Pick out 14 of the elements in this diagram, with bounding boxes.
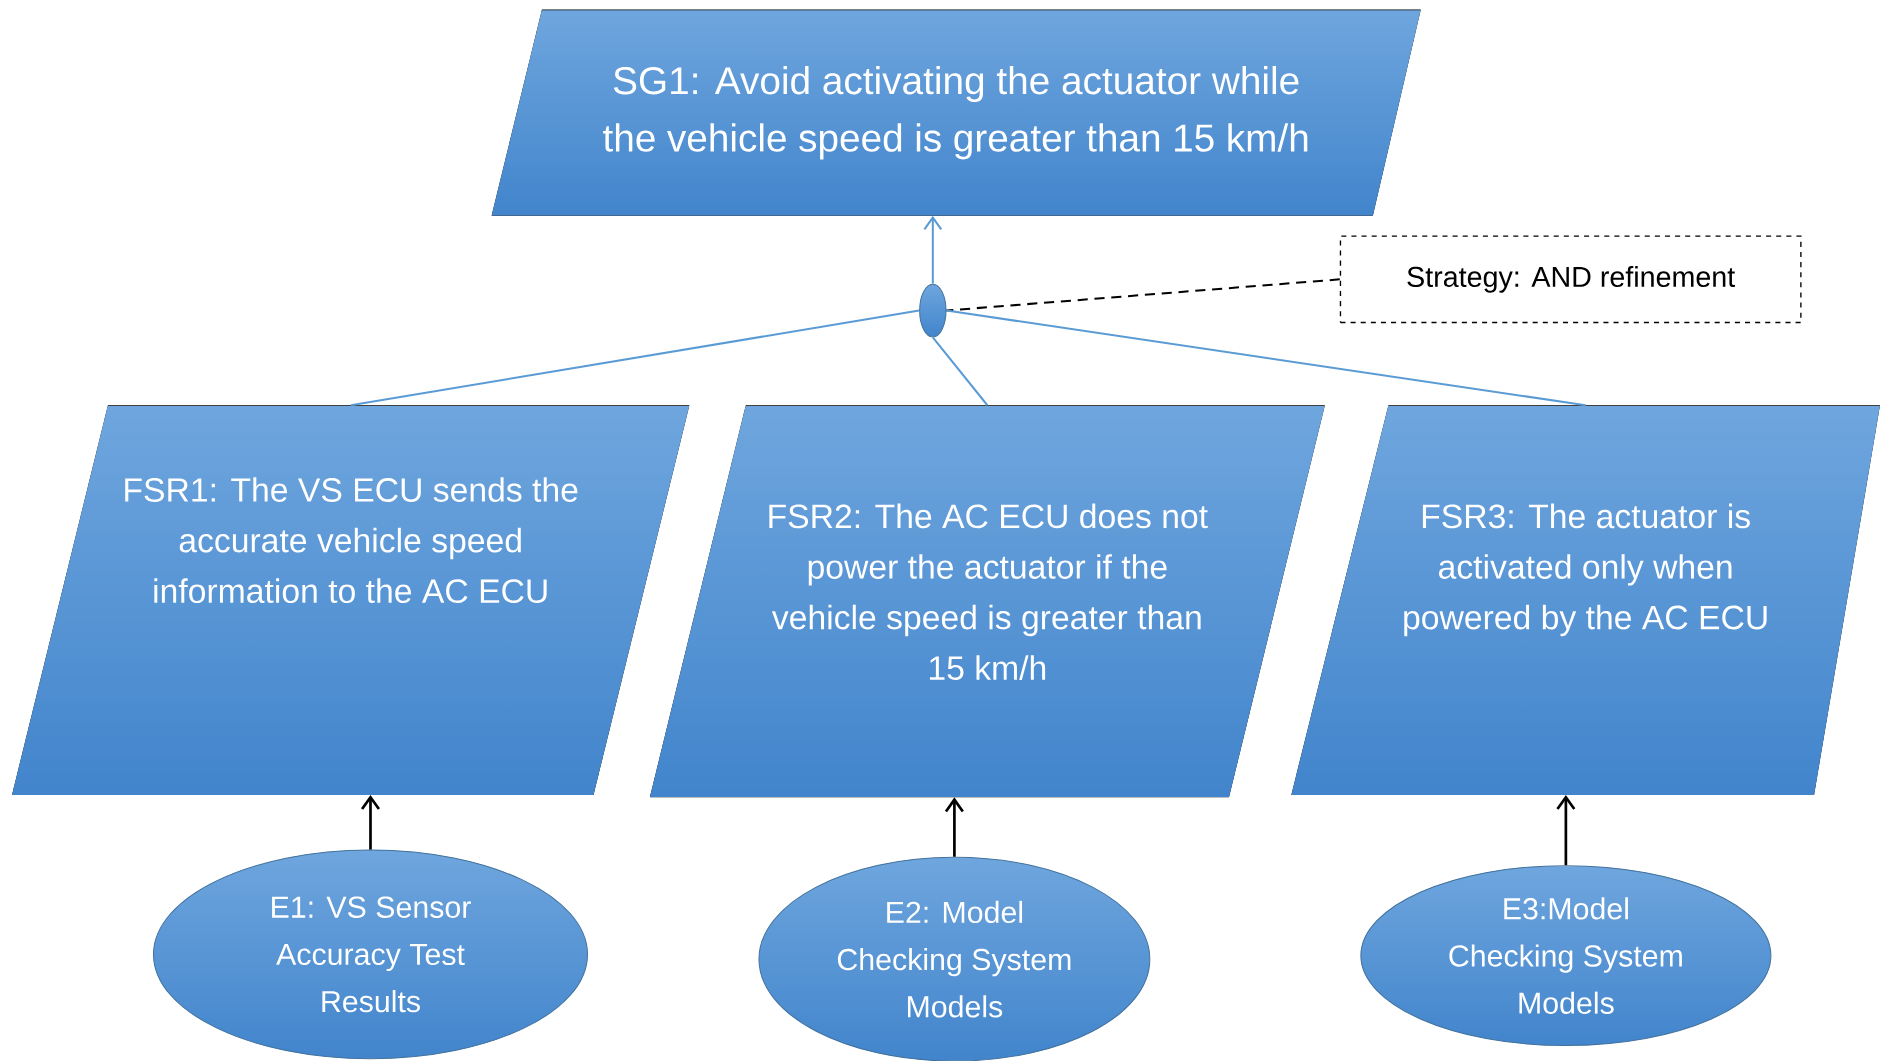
connector-line [932,336,989,406]
requirement-parallelogram: FSR3: The actuator is activated only when powered by the AC ECU [1291,405,1880,795]
dashed-line [946,278,1340,312]
strategy-box: Strategy: AND refinement [1339,235,1802,324]
connector-line [350,309,920,407]
arrow [944,797,964,857]
goal-parallelogram: SG1: Avoid activating the actuator while the vehicle speed is greater than 15 km/h [491,9,1421,216]
arrow [923,215,943,284]
requirement-parallelogram: FSR2: The AC ECU does not power the actuator if the vehicle speed is greater than 15 km/h [649,405,1325,798]
requirement-parallelogram: FSR1: The VS ECU sends the accurate vehicle speed information to the AC ECU [12,405,690,795]
arrow [360,794,381,850]
junction-ellipse [919,283,947,338]
connector-line [946,309,1586,407]
arrow [1556,794,1576,866]
